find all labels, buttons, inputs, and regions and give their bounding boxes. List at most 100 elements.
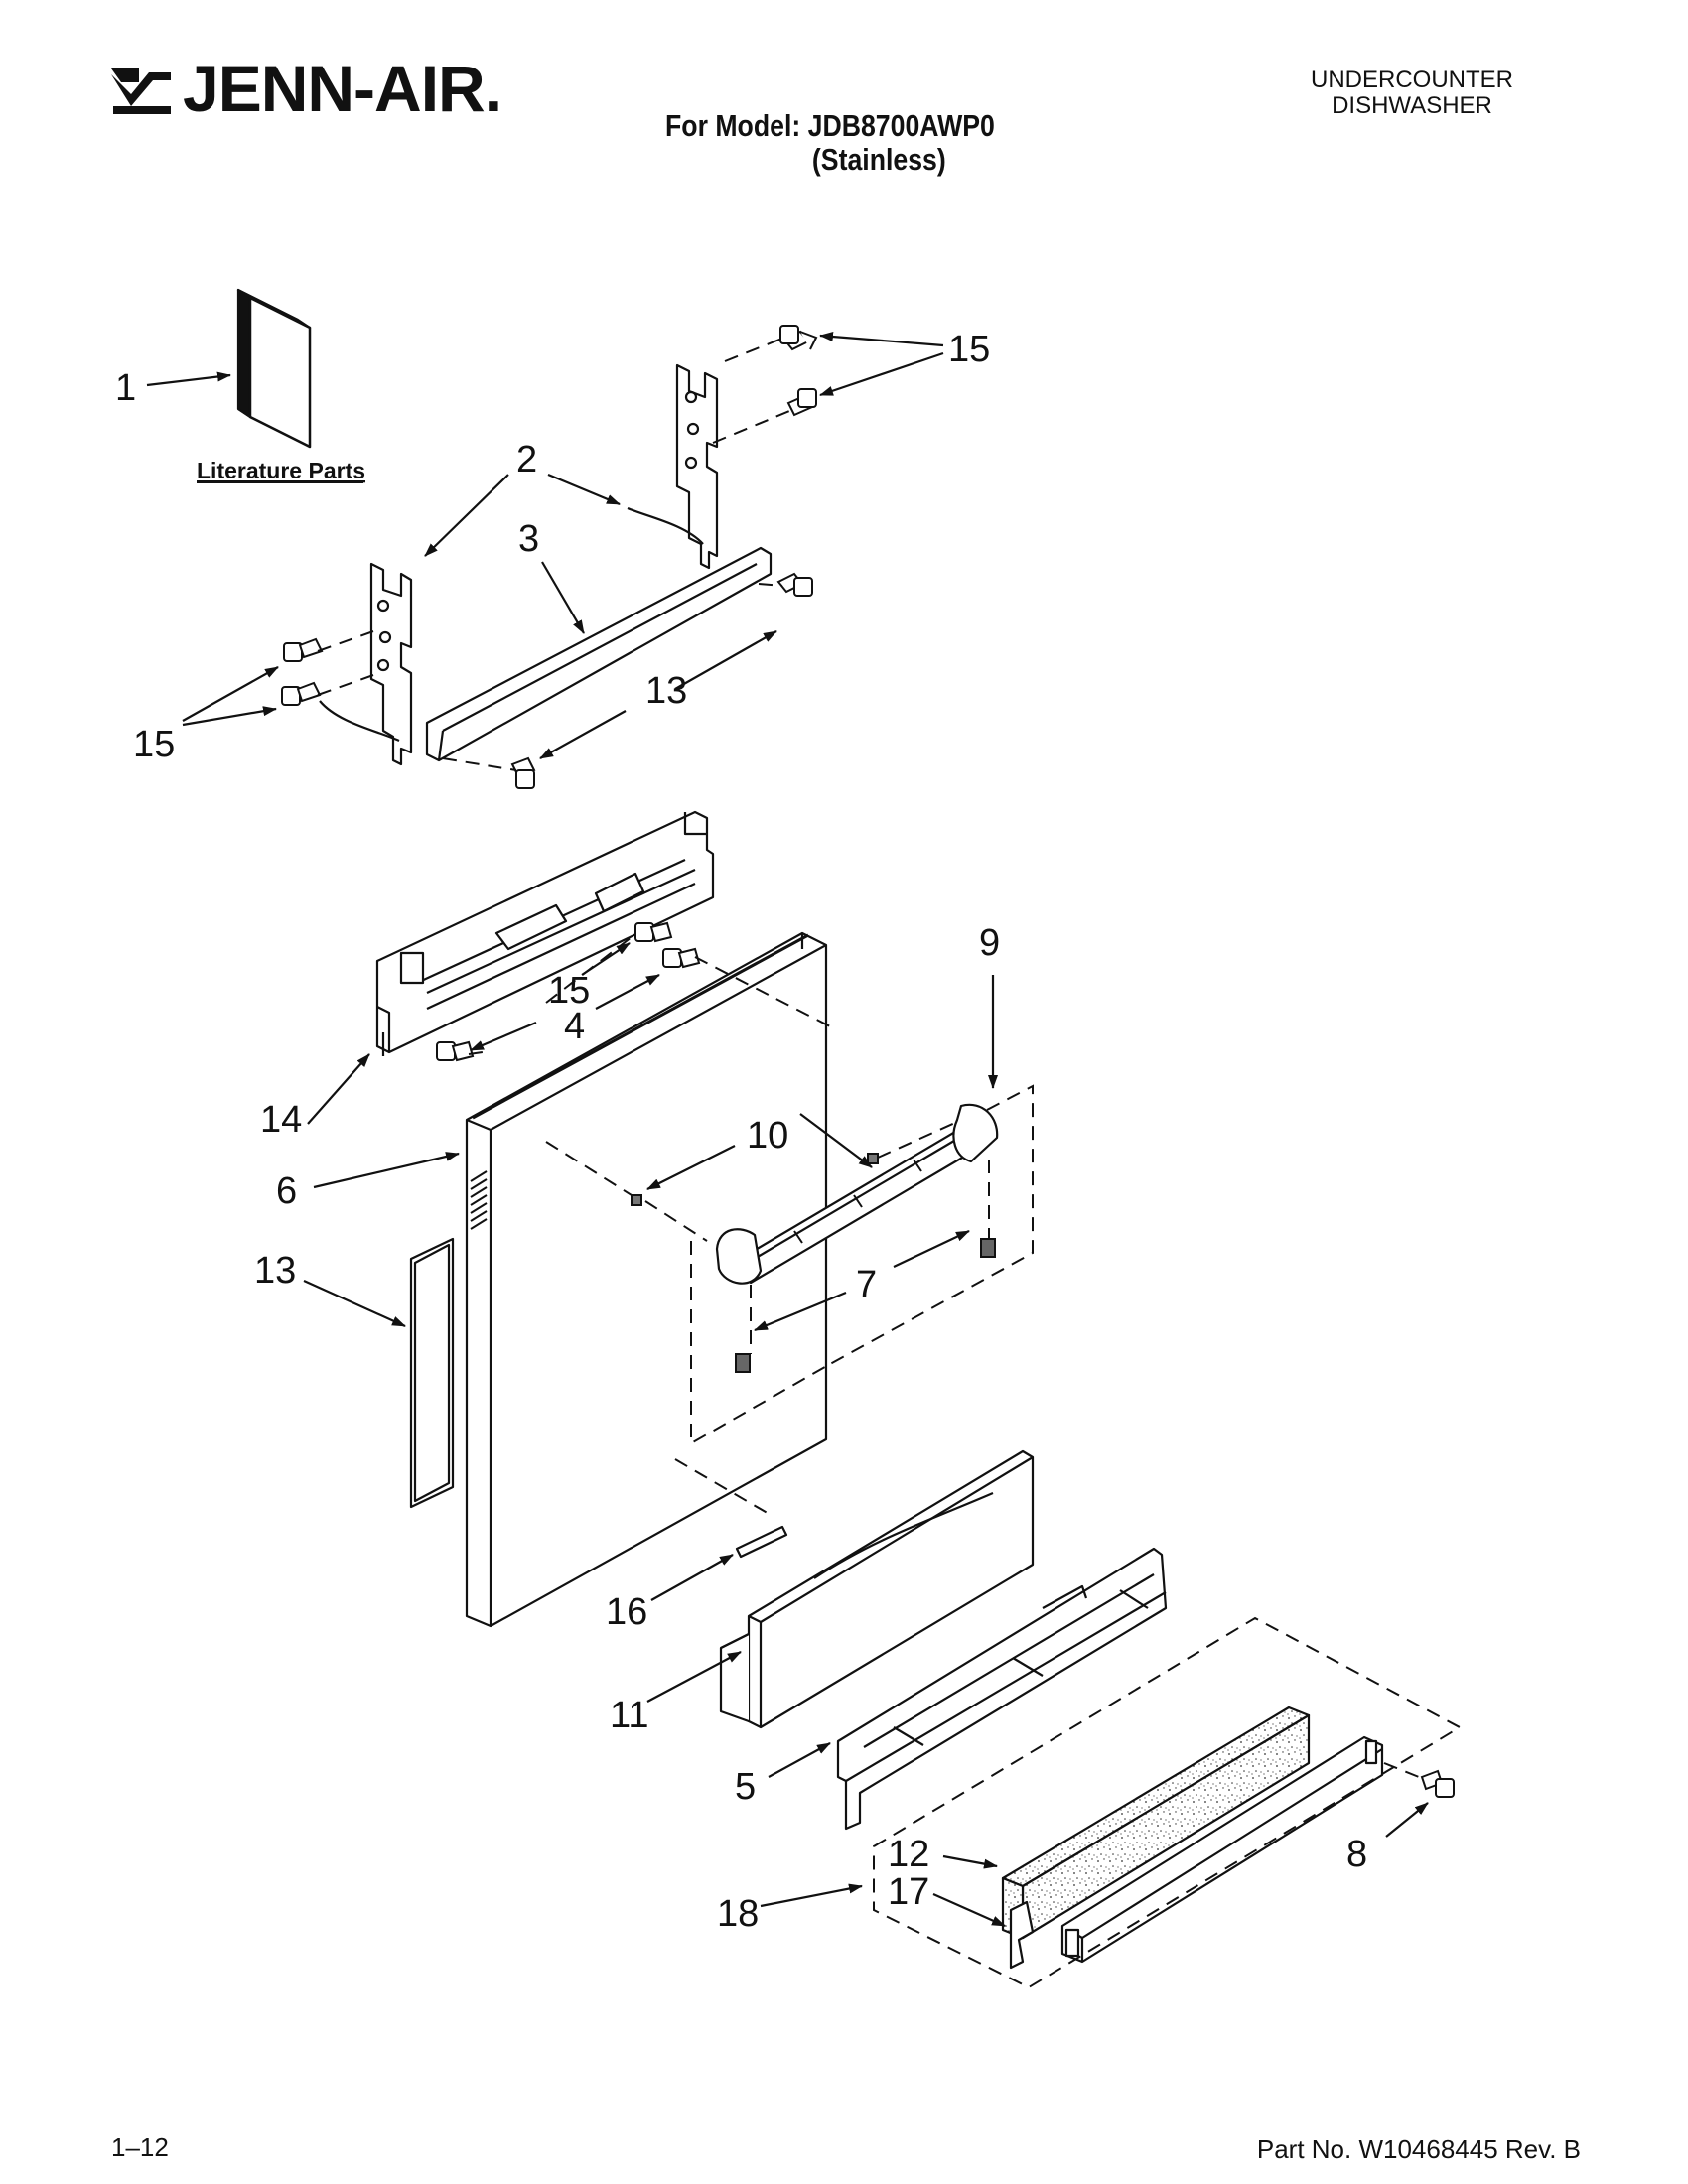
callout-7: 7 (856, 1264, 877, 1305)
leader-18 (760, 1883, 863, 1908)
model-heading: For Model: JDB8700AWP0 (Stainless) (665, 109, 995, 177)
callout-1: 1 (115, 367, 136, 409)
screw-mid-15-icon (634, 921, 673, 943)
callout-14: 14 (260, 1099, 302, 1141)
leader-4-lower (470, 1021, 537, 1052)
guide-line (644, 1200, 708, 1242)
callout-16: 16 (606, 1591, 647, 1633)
toe-channel-bracket-part (836, 1547, 1168, 1831)
side-bracket-right-part (627, 363, 719, 570)
category-line-2: DISHWASHER (1332, 92, 1492, 119)
guide-line (712, 408, 795, 444)
screw-mid-4-lower-icon (436, 1040, 475, 1062)
guide-line (877, 1121, 958, 1159)
leader-15-top-upper (819, 332, 944, 347)
leader-5 (768, 1742, 831, 1778)
outer-door-panel-part (465, 931, 828, 1628)
leader-3 (541, 561, 585, 634)
callout-5: 5 (735, 1766, 756, 1808)
callout-15-left: 15 (133, 724, 175, 765)
callout-18: 18 (717, 1893, 759, 1935)
leader-12 (942, 1854, 998, 1869)
jenn-air-swoosh-icon (111, 68, 171, 114)
guide-line (674, 1458, 772, 1516)
callout-8: 8 (1346, 1834, 1367, 1875)
callout-3: 3 (518, 518, 539, 560)
handle-group-box-right (829, 1084, 1034, 1365)
part-number: Part No. W10468445 Rev. B (1256, 2134, 1581, 2164)
leader-2-right (547, 473, 621, 506)
door-clip-part (735, 1525, 788, 1559)
page-number: 1–12 (111, 2132, 169, 2162)
leader-8 (1385, 1802, 1429, 1838)
leader-15-mid (581, 942, 631, 976)
screw-strip-upper-icon (776, 572, 813, 597)
guide-line (442, 757, 517, 771)
control-latch-assembly-part (375, 810, 715, 1056)
guide-line (468, 1051, 484, 1055)
leader-2-left (424, 474, 509, 557)
leader-7-upper (893, 1230, 970, 1268)
guide-line (694, 956, 831, 1027)
leader-1 (146, 371, 231, 387)
callout-15-mid: 15 (548, 970, 590, 1012)
screw-left-upper-icon (283, 637, 324, 662)
callout-2: 2 (516, 439, 537, 480)
callout-10: 10 (747, 1115, 788, 1157)
leader-4-upper (595, 974, 660, 1010)
door-insulation-strip-part (409, 1237, 455, 1509)
screw-bottom-8-icon (1420, 1769, 1455, 1798)
callout-12: 12 (888, 1834, 929, 1875)
category-line-1: UNDERCOUNTER (1311, 67, 1513, 93)
callout-13-left: 13 (254, 1250, 296, 1292)
set-screw-lower-icon (631, 1194, 642, 1206)
screw-top-lower-icon (786, 388, 817, 417)
door-top-support-part (425, 546, 773, 762)
callout-9: 9 (979, 922, 1000, 964)
leader-14 (307, 1053, 370, 1125)
model-number: For Model: JDB8700AWP0 (665, 108, 995, 143)
side-bracket-left-part (319, 562, 413, 766)
screw-mid-4-upper-icon (662, 947, 701, 969)
guide-line (317, 630, 374, 652)
screw-left-lower-icon (281, 681, 322, 706)
trim-clip-part (1009, 1900, 1035, 1970)
product-category: UNDERCOUNTER DISHWASHER (1263, 68, 1561, 119)
toe-kit-group-box (873, 1616, 1463, 1989)
leader-17 (932, 1892, 1006, 1928)
leader-15-left-lower (182, 706, 277, 727)
set-screw-upper-icon (867, 1153, 879, 1164)
leader-16 (650, 1554, 734, 1601)
guide-line (758, 583, 783, 587)
leader-7-lower (754, 1291, 847, 1332)
leader-13-lower (539, 710, 627, 759)
callout-11: 11 (610, 1695, 648, 1736)
handle-group-box-left (690, 1241, 831, 1445)
leader-6 (313, 1152, 460, 1189)
brand-name: JENN-AIR. (183, 52, 502, 125)
leader-10-lower (646, 1145, 736, 1190)
screw-strip-lower-icon (510, 756, 536, 789)
guide-line (1383, 1762, 1425, 1780)
literature-parts-label: Literature Parts (197, 458, 365, 483)
model-finish: (Stainless) (811, 142, 946, 177)
leader-11 (646, 1651, 742, 1703)
literature-booklet-part (236, 288, 312, 449)
guide-line (317, 674, 374, 696)
callout-17: 17 (888, 1871, 929, 1913)
callout-15-top: 15 (948, 329, 990, 370)
callout-13-upper: 13 (645, 670, 687, 712)
screw-fasteners (281, 325, 1455, 1798)
handle-stud-right-icon (980, 1238, 996, 1258)
guide-line (545, 1141, 633, 1196)
callout-4: 4 (564, 1006, 585, 1047)
leader-15-left-upper (182, 666, 279, 722)
handle-stud-left-icon (735, 1353, 751, 1373)
door-bottom-panel-part (719, 1449, 1035, 1729)
screw-top-upper-icon (779, 325, 818, 351)
guide-line (724, 337, 785, 362)
leader-13-left (303, 1279, 406, 1328)
leader-10-upper (799, 1113, 873, 1168)
door-handle-part (715, 1103, 999, 1285)
